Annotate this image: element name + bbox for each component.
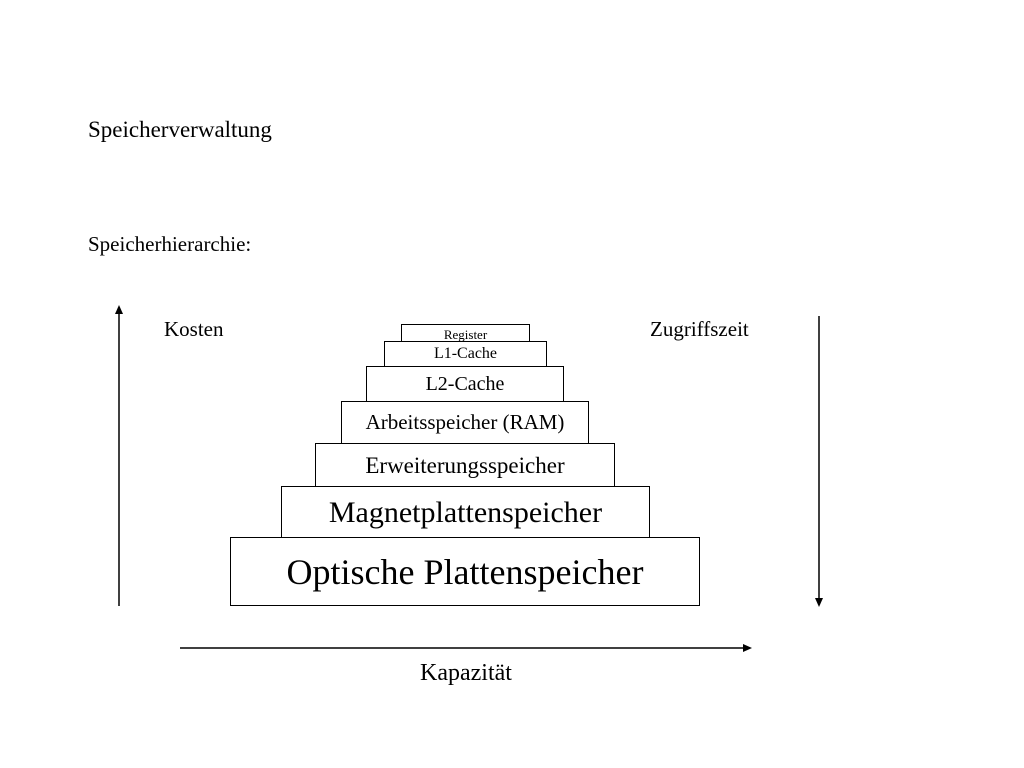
pyramid-level-magnetic-disk: Magnetplattenspeicher (281, 486, 650, 539)
section-heading: Speicherhierarchie: (88, 232, 252, 256)
access-time-label: Zugriffszeit (650, 317, 749, 341)
access-time-arrow-head (815, 598, 823, 607)
slide-title: Speicherverwaltung (88, 117, 272, 142)
cost-arrow-head (115, 305, 123, 314)
capacity-arrow-head (743, 644, 752, 652)
pyramid-level-l2-cache: L2-Cache (366, 366, 564, 402)
pyramid-level-ram: Arbeitsspeicher (RAM) (341, 401, 589, 444)
cost-label: Kosten (164, 317, 224, 341)
capacity-label: Kapazität (420, 660, 512, 686)
pyramid-level-extended-memory: Erweiterungsspeicher (315, 443, 615, 488)
pyramid-level-register: Register (401, 324, 530, 342)
pyramid-level-optical-disk: Optische Plattenspeicher (230, 537, 700, 606)
pyramid-level-l1-cache: L1-Cache (384, 341, 547, 367)
